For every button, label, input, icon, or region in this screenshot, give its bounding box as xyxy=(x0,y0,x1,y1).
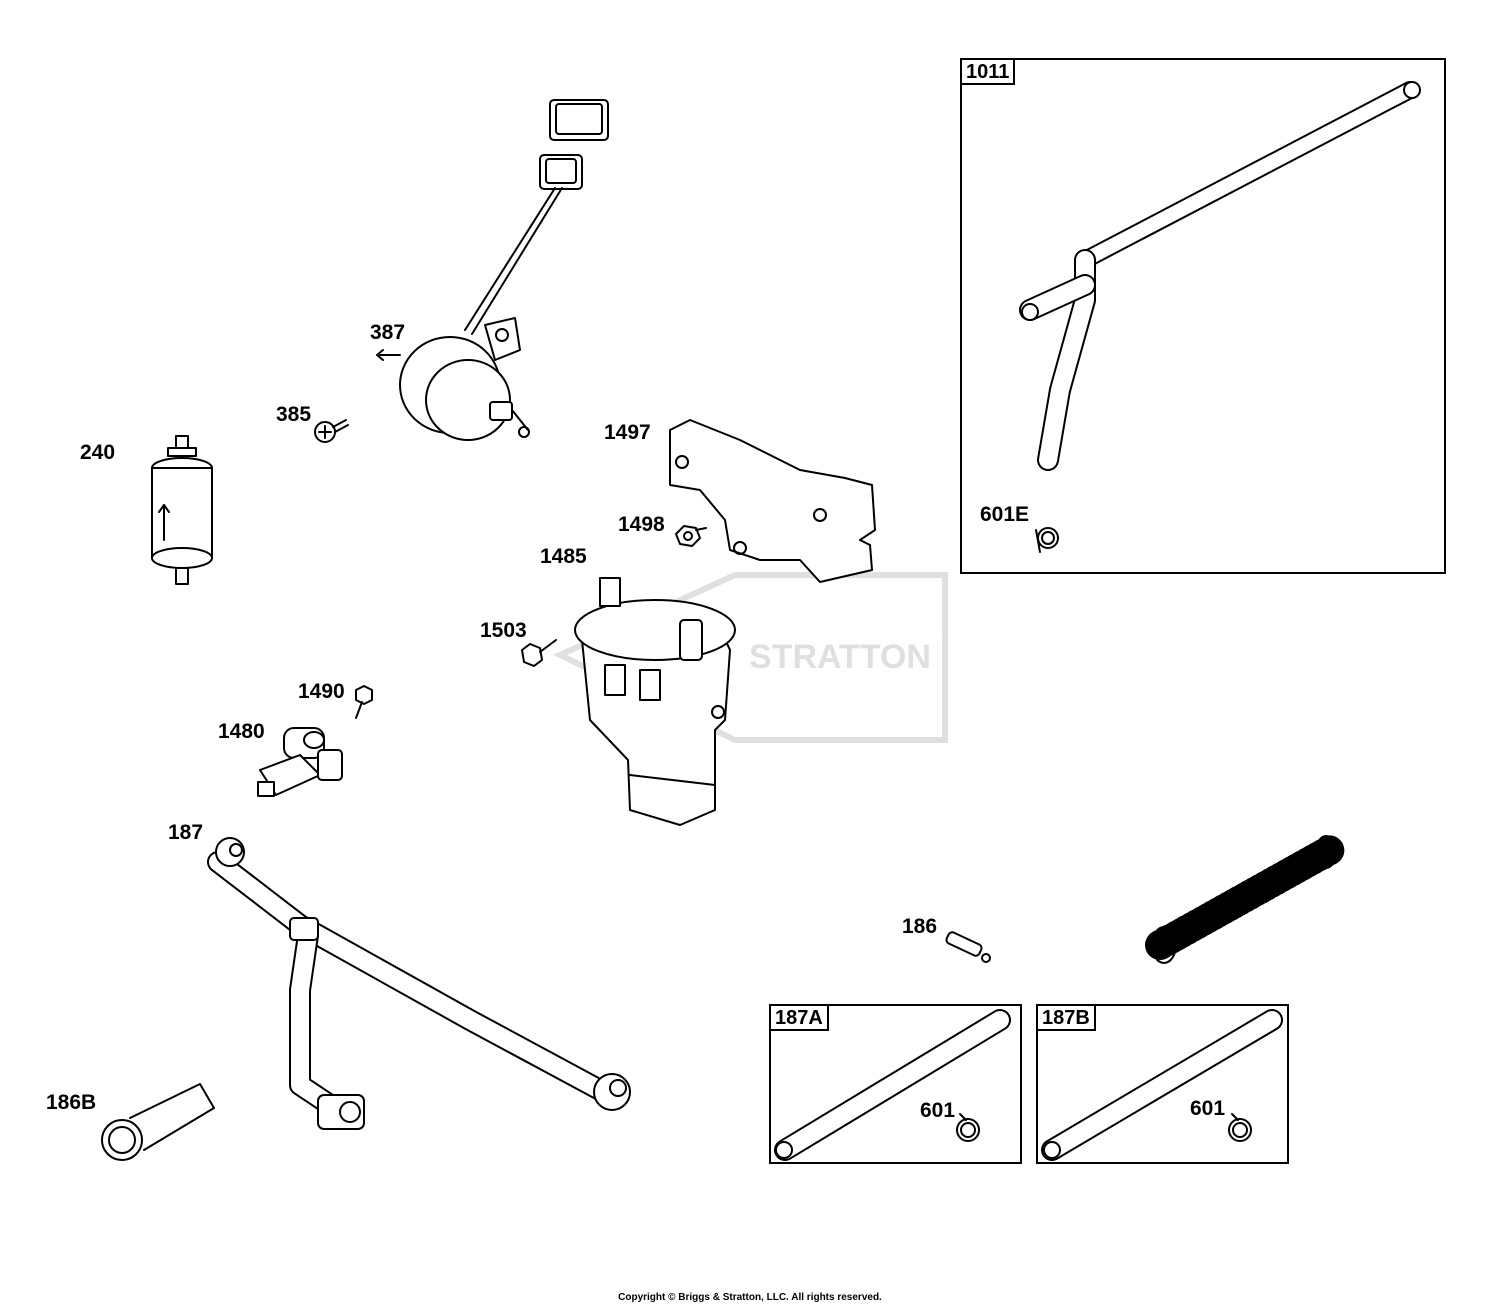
clamp-601-b xyxy=(1228,1113,1252,1142)
connector-186 xyxy=(945,931,991,963)
box-187B: 187B xyxy=(1036,1004,1289,1164)
fuel-filter-240 xyxy=(151,435,213,585)
box-1011: 1011 xyxy=(960,58,1446,574)
clamp-601E xyxy=(1035,527,1059,553)
label-601-b: 601 xyxy=(1190,1097,1226,1120)
tube-187B xyxy=(1041,1009,1283,1161)
label-601-a: 601 xyxy=(920,1099,956,1122)
fuel-module-1485 xyxy=(574,577,736,826)
fuel-tube-1011 xyxy=(1019,81,1421,471)
coiled-hose xyxy=(1145,835,1345,964)
box-1011-tag: 1011 xyxy=(960,58,1016,85)
copyright-notice: Copyright © Briggs & Stratton, LLC. All … xyxy=(618,1292,882,1303)
label-387: 387 xyxy=(370,321,406,344)
label-186: 186 xyxy=(902,915,938,938)
watermark-text: STRATTON xyxy=(749,638,931,676)
clamp-601-a xyxy=(956,1113,980,1142)
label-385: 385 xyxy=(276,403,312,426)
label-240: 240 xyxy=(80,441,116,464)
box-187A-tag: 187A xyxy=(769,1004,829,1031)
label-1503: 1503 xyxy=(480,619,527,642)
injector-1480 xyxy=(257,727,343,797)
label-1498: 1498 xyxy=(618,513,665,536)
label-1480: 1480 xyxy=(218,720,265,743)
fuel-pump-387 xyxy=(376,99,609,441)
label-186B: 186B xyxy=(46,1091,97,1114)
bolt-1503 xyxy=(521,639,557,667)
label-1485: 1485 xyxy=(540,545,587,568)
label-601E: 601E xyxy=(980,503,1030,526)
fitting-186B xyxy=(101,1083,215,1161)
tube-187A xyxy=(774,1009,1011,1161)
screw-385 xyxy=(314,419,349,443)
bracket-1497 xyxy=(669,419,876,583)
label-187: 187 xyxy=(168,821,204,844)
box-187A: 187A xyxy=(769,1004,1022,1164)
label-1490: 1490 xyxy=(298,680,345,703)
bolt-1490 xyxy=(355,685,373,719)
fuel-line-187 xyxy=(207,837,631,1130)
box-187B-tag: 187B xyxy=(1036,1004,1096,1031)
nut-1498 xyxy=(675,525,707,547)
label-1497: 1497 xyxy=(604,421,651,444)
